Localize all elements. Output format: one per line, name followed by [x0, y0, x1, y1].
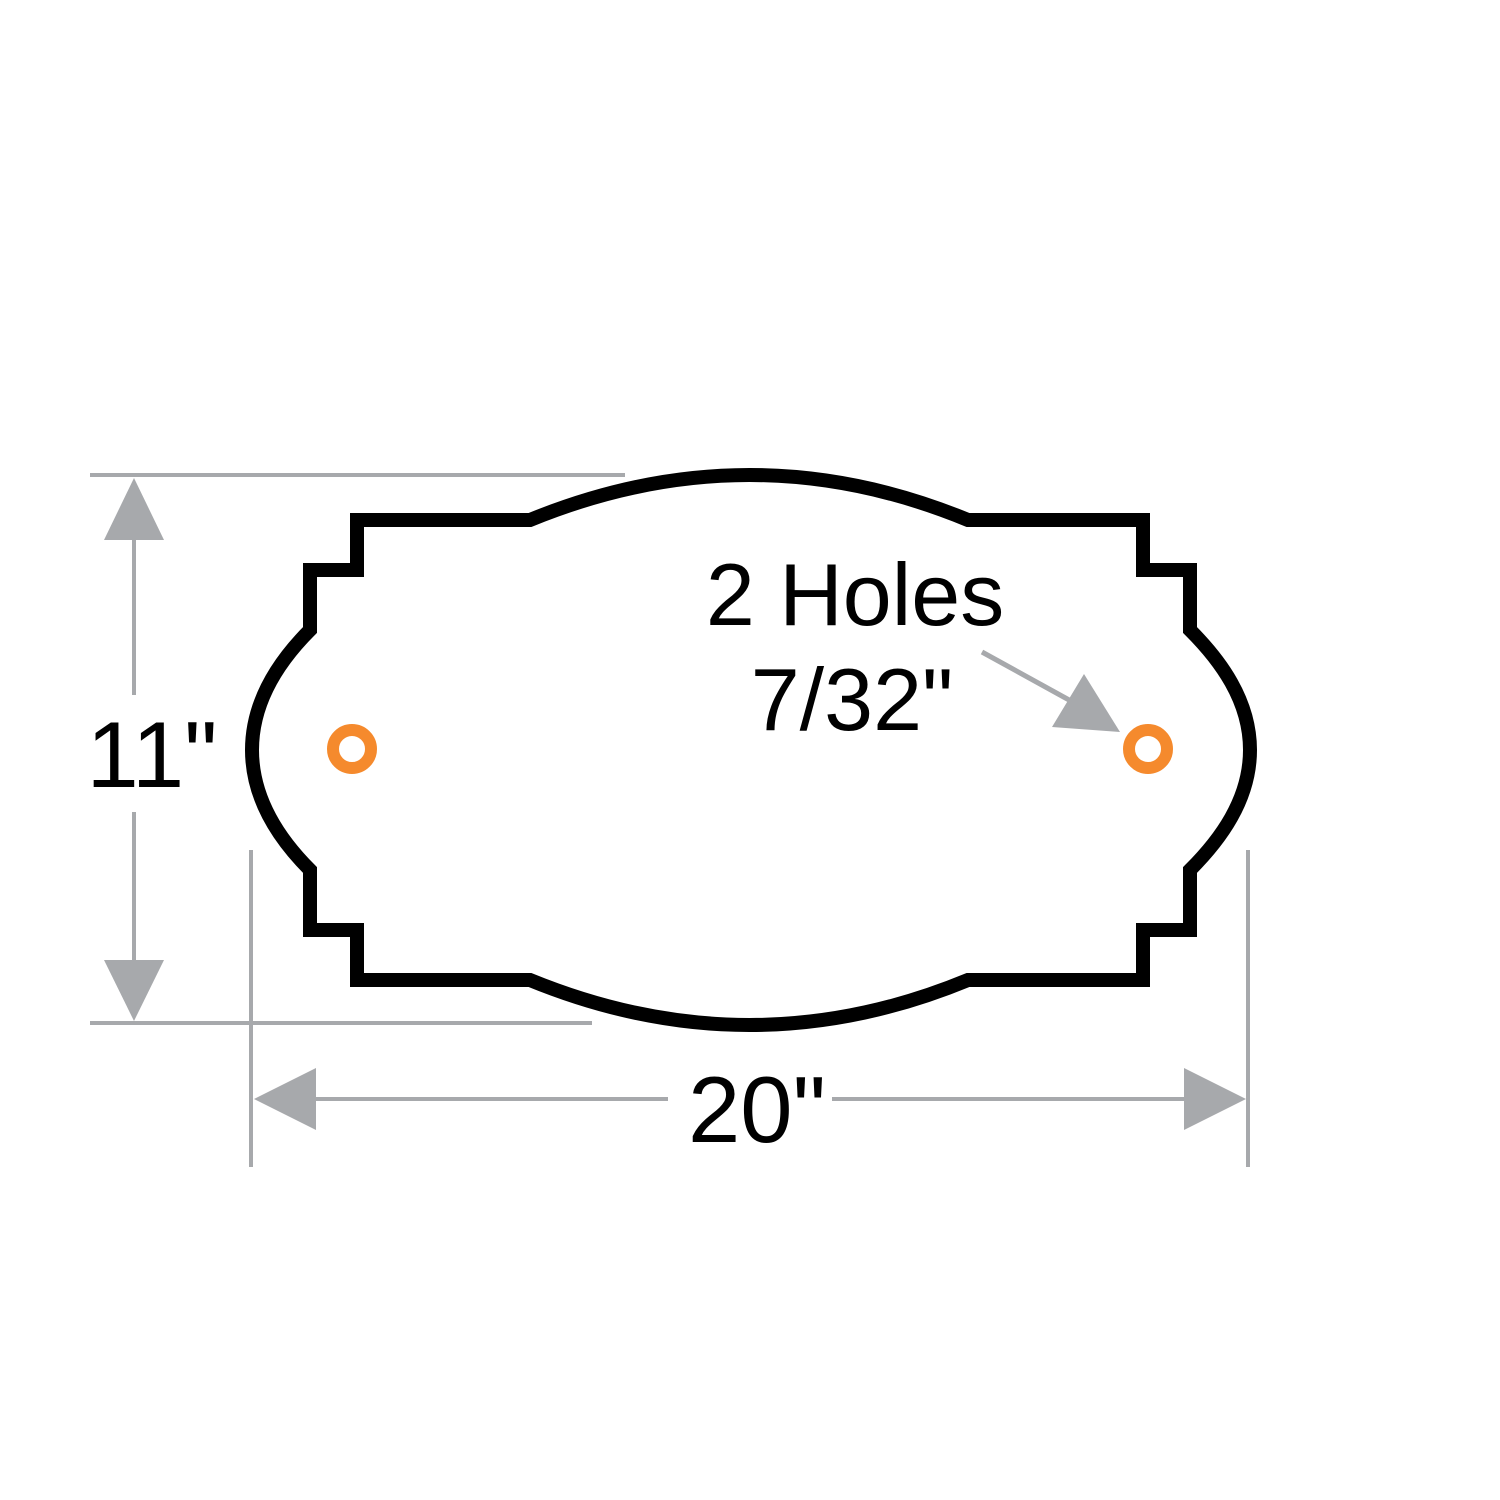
holes-leader-arrow — [1052, 674, 1120, 732]
height-label: 11" — [87, 702, 218, 807]
right-hole — [1123, 724, 1173, 774]
width-dimension: 20" — [254, 1052, 1246, 1162]
width-arrow-left — [254, 1068, 316, 1130]
left-hole — [327, 724, 377, 774]
height-arrow-up — [104, 478, 164, 540]
height-arrow-down — [104, 960, 164, 1021]
sign-outline — [244, 468, 1258, 1032]
holes-label-line1: 2 Holes — [706, 545, 1004, 644]
width-label: 20" — [688, 1057, 826, 1162]
width-arrow-right — [1184, 1068, 1246, 1130]
holes-label-line2: 7/32" — [751, 650, 954, 749]
holes-leader-line — [980, 649, 1082, 709]
height-dimension: 11" — [78, 478, 238, 1021]
